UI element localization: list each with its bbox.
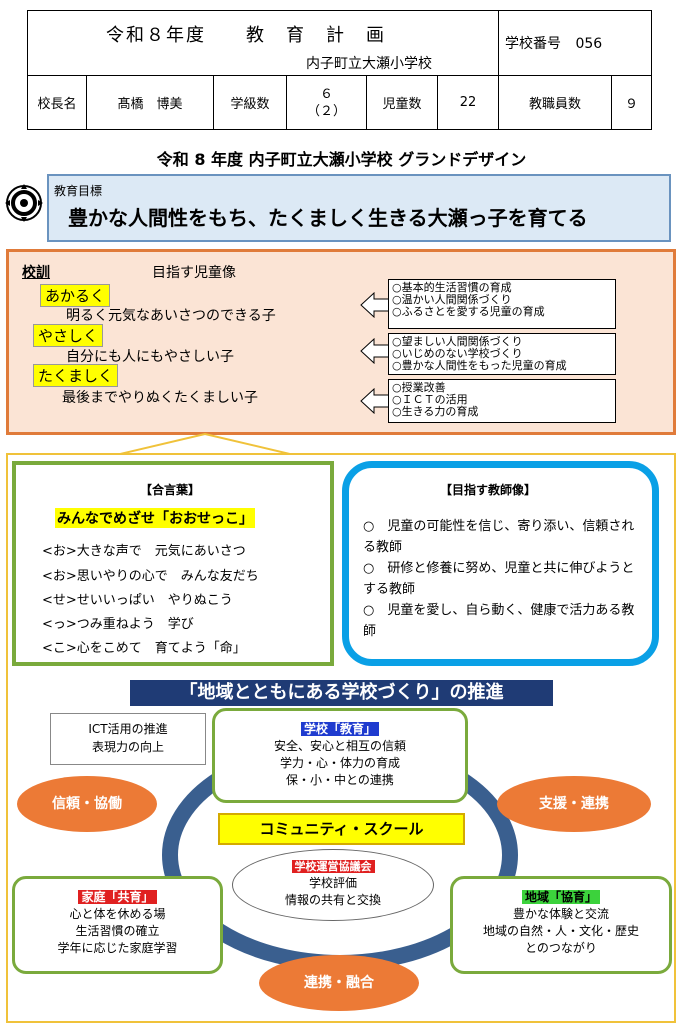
point: ○望ましい人間関係づくり <box>392 335 523 348</box>
desc-yasashiku: 自分にも人にもやさしい子 <box>66 349 234 365</box>
region-box: 地域「協育」 豊かな体験と交流 地域の自然・人・文化・歴史 とのつながり <box>450 876 672 974</box>
aikotoba-line: <こ>心をこめて 育てよう「命」 <box>42 641 246 656</box>
keyword-yasashiku: やさしく <box>33 324 104 347</box>
school-number-cell: 学校番号 056 <box>498 10 652 76</box>
aikotoba-line: <お>思いやりの心で みんな友だち <box>42 569 259 584</box>
home-line: 心と体を休める場 <box>69 907 166 921</box>
point: ○生きる力の育成 <box>392 405 479 418</box>
point: ○ＩＣＴの活用 <box>392 393 468 406</box>
home-box-label: 家庭「共育」 <box>78 890 157 904</box>
teacher-heading: 【目指す教師像】 <box>440 483 537 497</box>
students-label: 児童数 <box>366 75 438 130</box>
classes-cell: ６ （２） <box>286 75 367 130</box>
staff-label: 教職員数 <box>498 75 612 130</box>
trust-oval: 信頼・協働 <box>17 776 157 832</box>
points-box-3: ○授業改善 ○ＩＣＴの活用 ○生きる力の育成 <box>388 379 616 423</box>
grand-design-title: 令和 8 年度 内子町立大瀬小学校 グランドデザイン <box>156 150 527 169</box>
home-line: 生活習慣の確立 <box>75 924 160 938</box>
education-goal-box <box>47 174 671 242</box>
title-cell: 令和８年度 教 育 計 画 内子町立大瀬小学校 <box>27 10 499 76</box>
point: ○いじめのない学校づくり <box>392 347 523 360</box>
school-name: 内子町立大瀬小学校 <box>306 56 432 72</box>
aikotoba-line: <っ>つみ重ねよう 学び <box>42 617 194 632</box>
goal-text: 豊かな人間性をもち、たくましく生きる大瀬っ子を育てる <box>68 206 588 230</box>
community-school-label: コミュニティ・スクール <box>218 813 465 845</box>
keyword-akaruku: あかるく <box>40 284 111 307</box>
school-box-label: 学校「教育」 <box>300 722 379 736</box>
students-value: 22 <box>437 75 499 130</box>
desc-takumashiku: 最後までやりぬくたくましい子 <box>62 390 258 406</box>
region-line: 地域の自然・人・文化・歴史 <box>482 924 639 938</box>
ict-line: 表現力の向上 <box>91 740 164 754</box>
school-line: 学力・心・体力の育成 <box>279 756 400 770</box>
school-line: 保・小・中との連携 <box>286 773 394 787</box>
aikotoba-line: <お>大きな声で 元気にあいさつ <box>42 544 246 559</box>
school-box: 学校「教育」 安全、安心と相互の信頼 学力・心・体力の育成 保・小・中との連携 <box>212 708 468 803</box>
fusion-oval: 連携・融合 <box>259 955 419 1011</box>
classes-value: ６ <box>319 86 333 102</box>
principal-label: 校長名 <box>27 75 87 130</box>
region-line: とのつながり <box>525 941 597 955</box>
aikotoba-slogan: みんなでめざせ「おおせっこ」 <box>55 508 255 528</box>
principal-name: 髙橋 博美 <box>86 75 214 130</box>
goal-label: 教育目標 <box>54 184 103 198</box>
point: ○ふるさとを愛する児童の育成 <box>392 305 545 318</box>
staff-value: ９ <box>611 75 652 130</box>
community-banner: 「地域とともにある学校づくり」の推進 <box>130 680 553 706</box>
school-line: 安全、安心と相互の信頼 <box>273 739 406 753</box>
desc-akaruku: 明るく元気なあいさつのできる子 <box>66 308 276 324</box>
motto-label: 校訓 <box>22 265 50 281</box>
home-line: 学年に応じた家庭学習 <box>57 941 178 955</box>
point: ○温かい人間関係づくり <box>392 293 512 306</box>
points-box-1: ○基本的生活習慣の育成 ○温かい人間関係づくり ○ふるさとを愛する児童の育成 <box>388 279 616 329</box>
ict-line: ICT活用の推進 <box>88 722 168 736</box>
council-label: 学校運営協議会 <box>291 860 375 873</box>
school-number: 056 <box>575 36 603 52</box>
teacher-item: ○ 児童の可能性を信じ、寄り添い、信頼される教師 <box>363 519 635 555</box>
ict-box: ICT活用の推進 表現力の向上 <box>50 713 206 765</box>
point: ○基本的生活習慣の育成 <box>392 281 512 294</box>
aikotoba-box <box>12 461 334 666</box>
teacher-item: ○ 児童を愛し、自ら動く、健康で活力ある教師 <box>363 603 635 639</box>
council-oval: 学校運営協議会 学校評価 情報の共有と交換 <box>232 849 434 921</box>
aikotoba-line: <せ>せいいっぱい やりぬこう <box>42 593 233 608</box>
keyword-takumashiku: たくましく <box>33 364 119 387</box>
teacher-image-box <box>342 461 659 666</box>
region-box-label: 地域「協育」 <box>521 890 600 904</box>
points-box-2: ○望ましい人間関係づくり ○いじめのない学校づくり ○豊かな人間性をもった児童の… <box>388 333 616 375</box>
lower-section <box>6 453 676 1023</box>
support-oval: 支援・連携 <box>497 776 651 832</box>
classes-sub: （２） <box>306 103 346 119</box>
aikotoba-heading: 【合言葉】 <box>140 483 201 497</box>
aim-label: 目指す児童像 <box>152 265 236 281</box>
classes-label: 学級数 <box>213 75 287 130</box>
point: ○授業改善 <box>392 381 446 394</box>
home-box: 家庭「共育」 心と体を休める場 生活習慣の確立 学年に応じた家庭学習 <box>12 876 223 974</box>
school-number-label: 学校番号 <box>505 36 561 52</box>
council-line: 情報の共有と交換 <box>284 893 381 907</box>
region-line: 豊かな体験と交流 <box>512 907 609 921</box>
connector-triangle <box>120 433 290 455</box>
header-table: 令和８年度 教 育 計 画 内子町立大瀬小学校 学校番号 056 校長名 髙橋 … <box>27 10 652 130</box>
point: ○豊かな人間性をもった児童の育成 <box>392 359 567 372</box>
plan-title: 令和８年度 教 育 計 画 <box>106 25 386 46</box>
council-line: 学校評価 <box>308 876 357 890</box>
school-emblem-icon <box>5 184 43 222</box>
teacher-item: ○ 研修と修養に努め、児童と共に伸びようとする教師 <box>363 561 635 597</box>
